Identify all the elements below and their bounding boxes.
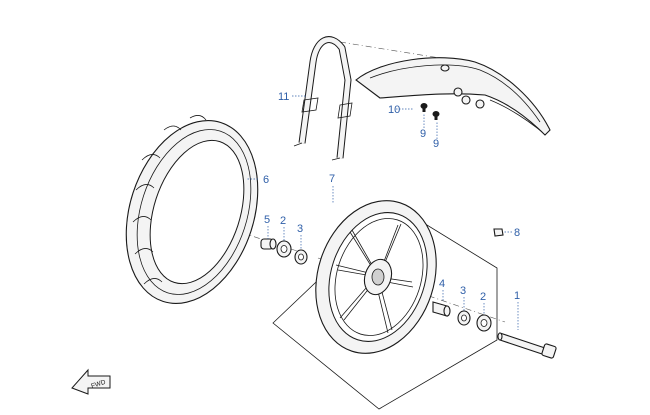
callout-7: 7 <box>329 173 335 185</box>
leader-lines <box>247 95 519 330</box>
callout-1: 1 <box>514 290 520 302</box>
valve-bolt <box>493 228 504 237</box>
callout-10: 10 <box>388 104 400 116</box>
seal-left <box>294 249 308 265</box>
front-fender <box>355 57 551 136</box>
callout-3b: 3 <box>460 285 466 297</box>
bearing-right <box>476 314 492 332</box>
callout-4: 4 <box>439 278 445 290</box>
callout-11: 11 <box>278 91 289 103</box>
tyre <box>125 115 259 304</box>
bearing-left <box>276 240 292 258</box>
callout-9b: 9 <box>433 138 439 150</box>
callout-2a: 2 <box>280 215 286 227</box>
fender-brace <box>293 36 353 161</box>
front-axle <box>497 332 557 359</box>
fender-axis-line <box>339 41 441 59</box>
spacer-left <box>260 238 277 250</box>
fender-screw-2 <box>432 111 440 120</box>
callout-3a: 3 <box>297 223 303 235</box>
fender-screw-1 <box>420 103 428 112</box>
callout-6: 6 <box>263 174 269 186</box>
callout-5: 5 <box>264 214 270 226</box>
callout-8: 8 <box>514 227 520 239</box>
forward-direction-arrow: FWD <box>71 368 111 395</box>
callout-2b: 2 <box>480 291 486 303</box>
wheel-rim <box>315 200 437 354</box>
spacer-right <box>432 301 451 317</box>
seal-right <box>457 310 471 326</box>
fwd-label: FWD <box>90 379 107 390</box>
callout-9a: 9 <box>420 128 426 140</box>
